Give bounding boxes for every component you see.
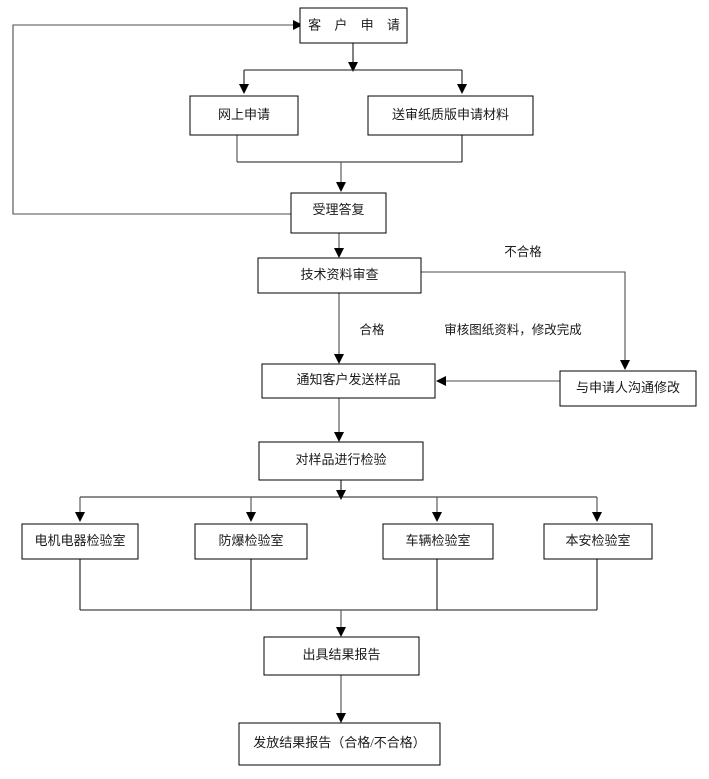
edge-label-review-drawings-done: 审核图纸资料，修改完成 — [444, 322, 582, 337]
arrow-head-icon — [334, 432, 344, 442]
node-label-issue-result-report: 出具结果报告 — [302, 647, 380, 662]
node-box[interactable] — [21, 523, 139, 560]
node-box[interactable] — [543, 523, 653, 560]
arrow-head-icon — [457, 84, 467, 94]
connectors — [12, 20, 630, 723]
node-box[interactable] — [382, 523, 494, 560]
arrow-head-icon — [334, 248, 344, 258]
arrow-head-icon — [246, 512, 256, 522]
edge-labs-merge-report — [79, 559, 598, 637]
edge-label-qualified: 合格 — [359, 322, 385, 337]
node-online-application[interactable]: 网上申请 — [189, 95, 299, 136]
arrow-head-icon — [436, 376, 446, 386]
edge-label-unqualified: 不合格 — [504, 244, 542, 259]
node-label-inspect-samples: 对样品进行检验 — [295, 452, 386, 467]
arrow-head-icon — [293, 20, 303, 30]
node-box[interactable] — [299, 7, 408, 44]
node-label-lab-intrinsic-safety: 本安检验室 — [565, 533, 630, 548]
node-label-lab-explosion-proof: 防爆检验室 — [218, 533, 283, 548]
node-label-customer-application: 客 户 申 请 — [308, 17, 405, 32]
node-box[interactable] — [290, 192, 387, 234]
node-communicate-with-applicant[interactable]: 与申请人沟通修改 — [559, 370, 697, 407]
edge-notify-to-inspect — [334, 398, 344, 442]
arrow-head-icon — [239, 84, 249, 94]
node-label-acceptance-reply: 受理答复 — [312, 202, 364, 217]
node-box[interactable] — [194, 523, 308, 560]
edge-report-to-deliver — [336, 675, 346, 723]
node-label-deliver-result-report: 发放结果报告（合格/不合格） — [253, 735, 426, 750]
arrow-head-icon — [75, 512, 85, 522]
node-box[interactable] — [238, 722, 441, 766]
node-customer-application[interactable]: 客 户 申 请 — [299, 7, 408, 44]
node-label-notify-customer-send-samples: 通知客户发送样品 — [296, 372, 400, 387]
edge-customer-split — [239, 43, 467, 94]
node-box[interactable] — [258, 441, 424, 481]
node-lab-vehicle[interactable]: 车辆检验室 — [382, 523, 494, 560]
edge-inspect-split-labs — [75, 480, 602, 522]
edge-review-qualified — [334, 293, 344, 364]
arrow-head-icon — [336, 713, 346, 723]
edge-labels: 不合格 合格 审核图纸资料，修改完成 — [359, 244, 581, 337]
node-label-paper-application-materials: 送审纸质版申请材料 — [392, 107, 509, 122]
edge-acceptance-to-review — [334, 233, 344, 258]
edge-branches-merge-acceptance — [236, 135, 463, 192]
node-label-lab-vehicle: 车辆检验室 — [405, 533, 470, 548]
node-lab-motor-electrical[interactable]: 电机电器检验室 — [21, 523, 139, 560]
node-box[interactable] — [559, 370, 697, 407]
node-issue-result-report[interactable]: 出具结果报告 — [263, 636, 420, 676]
node-acceptance-reply[interactable]: 受理答复 — [290, 192, 387, 234]
arrow-head-icon — [334, 354, 344, 364]
edge-acceptance-to-customer — [12, 20, 303, 215]
node-lab-explosion-proof[interactable]: 防爆检验室 — [194, 523, 308, 560]
node-notify-customer-send-samples[interactable]: 通知客户发送样品 — [261, 363, 436, 399]
arrow-head-icon — [336, 627, 346, 637]
node-lab-intrinsic-safety[interactable]: 本安检验室 — [543, 523, 653, 560]
arrow-head-icon — [592, 512, 602, 522]
edge-review-unqualified — [421, 271, 630, 370]
arrow-head-icon — [432, 512, 442, 522]
arrow-head-icon — [336, 490, 346, 500]
node-inspect-samples[interactable]: 对样品进行检验 — [258, 441, 424, 481]
node-label-technical-data-review: 技术资料审查 — [300, 267, 378, 282]
arrow-head-icon — [348, 62, 358, 72]
nodes: 客 户 申 请 网上申请 送审纸质版申请材料 受理答复 技术资料审查 通知客户发 — [21, 7, 697, 766]
node-box[interactable] — [261, 363, 436, 399]
node-box[interactable] — [189, 95, 299, 136]
arrow-head-icon — [620, 360, 630, 370]
node-technical-data-review[interactable]: 技术资料审查 — [257, 257, 422, 294]
node-box[interactable] — [367, 95, 534, 136]
node-deliver-result-report[interactable]: 发放结果报告（合格/不合格） — [238, 722, 441, 766]
arrow-head-icon — [336, 182, 346, 192]
node-label-online-application: 网上申请 — [218, 107, 270, 122]
edge-communicate-to-notify — [436, 376, 560, 386]
node-label-communicate-with-applicant: 与申请人沟通修改 — [576, 380, 680, 395]
node-box[interactable] — [263, 636, 420, 676]
node-box[interactable] — [257, 257, 422, 294]
node-label-lab-motor-electrical: 电机电器检验室 — [34, 533, 125, 548]
node-paper-application-materials[interactable]: 送审纸质版申请材料 — [367, 95, 534, 136]
